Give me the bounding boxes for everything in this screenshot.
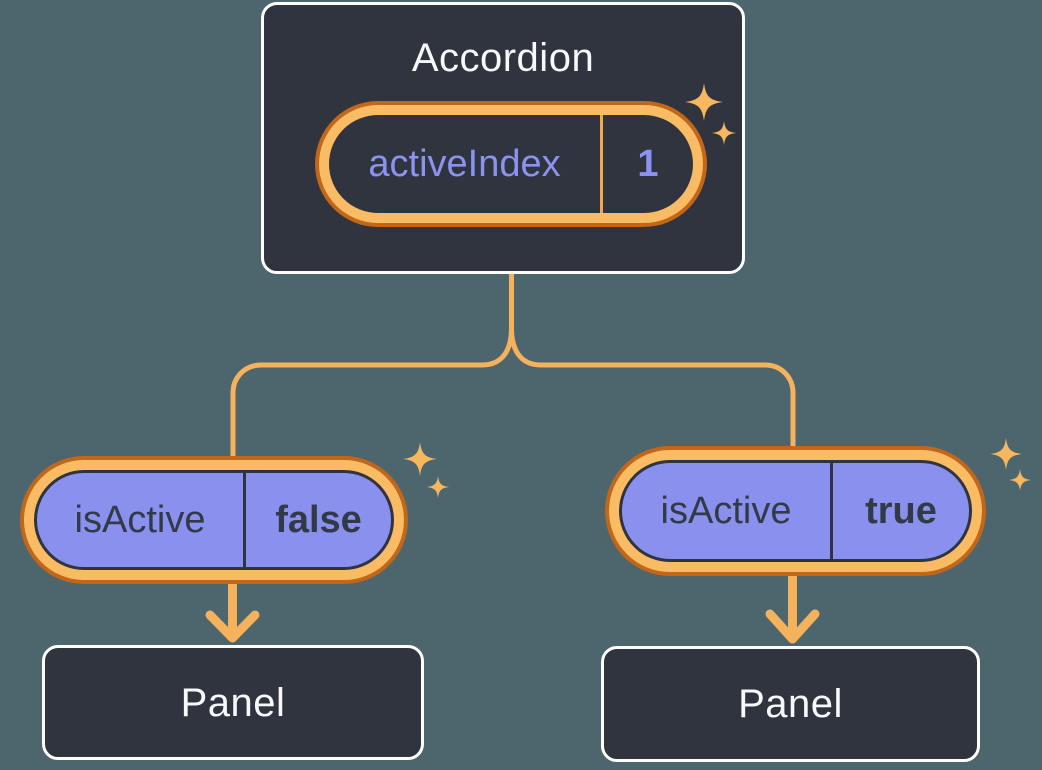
pill-divider xyxy=(600,115,603,213)
state-pill-activeindex: activeIndex 1 xyxy=(315,101,707,227)
arrow-down-left xyxy=(205,570,260,643)
prop-name-label: isActive xyxy=(660,489,792,532)
pill-divider xyxy=(830,463,833,559)
connector-branch-right xyxy=(509,269,796,465)
prop-name-label: isActive xyxy=(74,498,206,541)
prop-pill-isactive-left: isActive false xyxy=(20,456,408,584)
panel-box-right: Panel xyxy=(601,646,980,762)
prop-pill-isactive-right: isActive true xyxy=(605,446,986,576)
arrow-down-right xyxy=(765,561,820,644)
state-name-label: activeIndex xyxy=(368,142,561,185)
connector-branch-left xyxy=(230,269,514,473)
prop-value-label: false xyxy=(275,498,362,541)
state-value-label: 1 xyxy=(637,142,659,185)
panel-title: Panel xyxy=(180,680,286,725)
accordion-title: Accordion xyxy=(411,36,595,80)
panel-box-left: Panel xyxy=(42,645,424,760)
pill-divider xyxy=(243,473,246,567)
panel-title: Panel xyxy=(738,682,843,726)
prop-value-label: true xyxy=(865,489,937,532)
